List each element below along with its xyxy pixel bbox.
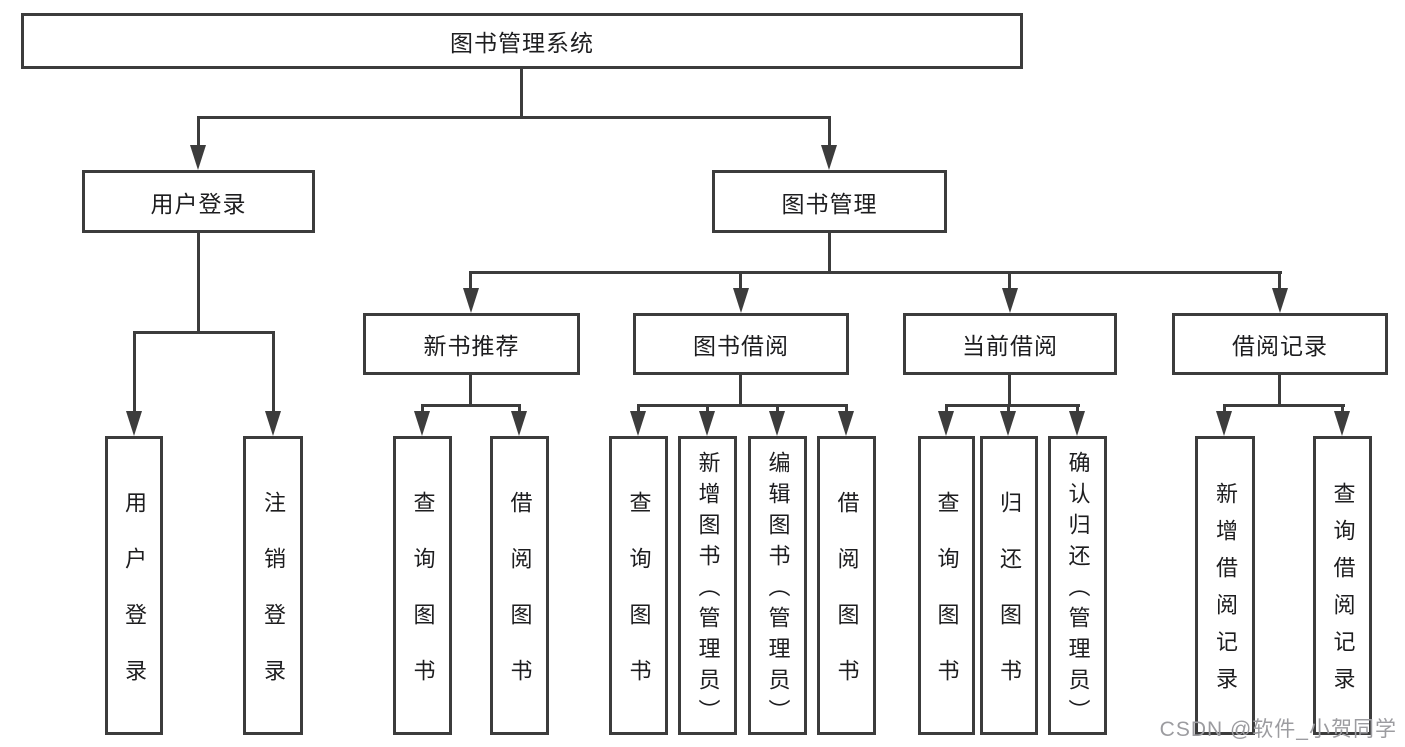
- node-book-borrowing: 图书借阅: [633, 313, 849, 375]
- connector-line: [421, 404, 424, 412]
- connector-line: [133, 331, 136, 412]
- connector-line: [845, 404, 848, 412]
- connector-line: [739, 375, 742, 407]
- node-leaf-borrow-books-borrowing: 借阅图书: [817, 436, 876, 735]
- arrowhead-icon: [511, 411, 527, 436]
- connector-line: [1278, 271, 1281, 289]
- arrowhead-icon: [699, 411, 715, 436]
- connector-line: [197, 116, 200, 146]
- arrowhead-icon: [1000, 411, 1016, 436]
- connector-line: [197, 233, 200, 333]
- connector-line: [739, 271, 742, 289]
- node-label: 编辑图书（管理员）: [765, 450, 791, 730]
- connector-line: [272, 331, 275, 412]
- arrowhead-icon: [630, 411, 646, 436]
- node-label: 图书管理系统: [450, 30, 594, 56]
- node-user-login: 用户登录: [82, 170, 315, 233]
- connector-line: [197, 116, 831, 119]
- arrowhead-icon: [126, 411, 142, 436]
- connector-line: [1223, 404, 1226, 412]
- node-label: 查询图书: [626, 490, 652, 715]
- node-leaf-edit-book-admin: 编辑图书（管理员）: [748, 436, 807, 735]
- connector-line: [828, 233, 831, 273]
- node-label: 用户登录: [122, 490, 147, 715]
- connector-line: [1341, 404, 1344, 412]
- arrowhead-icon: [190, 145, 206, 170]
- node-library-system: 图书管理系统: [21, 13, 1023, 69]
- node-label: 注销登录: [261, 490, 286, 715]
- node-label: 借阅记录: [1232, 333, 1328, 359]
- node-leaf-borrow-books-recommend: 借阅图书: [490, 436, 549, 735]
- connector-line: [828, 116, 831, 146]
- connector-line: [421, 404, 521, 407]
- arrowhead-icon: [414, 411, 430, 436]
- arrowhead-icon: [1272, 288, 1288, 313]
- arrowhead-icon: [463, 288, 479, 313]
- node-label: 新书推荐: [423, 333, 520, 359]
- arrowhead-icon: [1334, 411, 1350, 436]
- connector-line: [706, 404, 709, 412]
- node-label: 图书管理: [781, 190, 878, 217]
- node-label: 查询图书: [410, 490, 436, 715]
- connector-line: [637, 404, 848, 407]
- node-label: 新增图书（管理员）: [695, 450, 721, 730]
- connector-line: [518, 404, 521, 412]
- connector-line: [520, 69, 523, 118]
- arrowhead-icon: [1002, 288, 1018, 313]
- node-leaf-query-borrow-record: 查询借阅记录: [1313, 436, 1372, 735]
- node-label: 确认归还（管理员）: [1065, 450, 1091, 730]
- node-leaf-user-login: 用户登录: [105, 436, 163, 735]
- node-leaf-query-books-recommend: 查询图书: [393, 436, 452, 735]
- connector-line: [469, 375, 472, 407]
- connector-line: [133, 331, 275, 334]
- arrowhead-icon: [265, 411, 281, 436]
- arrowhead-icon: [769, 411, 785, 436]
- node-leaf-query-books-current: 查询图书: [918, 436, 975, 735]
- connector-line: [469, 271, 1282, 274]
- connector-line: [1223, 404, 1345, 407]
- connector-line: [469, 271, 472, 289]
- node-leaf-add-borrow-record: 新增借阅记录: [1195, 436, 1255, 735]
- connector-line: [945, 404, 1080, 407]
- node-label: 查询图书: [934, 490, 960, 715]
- node-leaf-confirm-return-admin: 确认归还（管理员）: [1048, 436, 1107, 735]
- connector-line: [1008, 271, 1011, 289]
- node-leaf-query-books-borrowing: 查询图书: [609, 436, 668, 735]
- node-leaf-add-book-admin: 新增图书（管理员）: [678, 436, 737, 735]
- node-borrowing-records: 借阅记录: [1172, 313, 1388, 375]
- node-label: 图书借阅: [693, 333, 789, 359]
- node-label: 归还图书: [997, 490, 1022, 715]
- node-label: 用户登录: [150, 190, 247, 217]
- node-label: 借阅图书: [507, 490, 533, 715]
- connector-line: [1007, 404, 1010, 412]
- connector-line: [1008, 375, 1011, 407]
- node-label: 查询借阅记录: [1330, 482, 1356, 704]
- arrowhead-icon: [938, 411, 954, 436]
- connector-line: [637, 404, 640, 412]
- node-book-management: 图书管理: [712, 170, 947, 233]
- connector-line: [1076, 404, 1079, 412]
- node-leaf-return-book: 归还图书: [980, 436, 1038, 735]
- node-new-book-recommend: 新书推荐: [363, 313, 580, 375]
- arrowhead-icon: [733, 288, 749, 313]
- arrowhead-icon: [1216, 411, 1232, 436]
- node-label: 新增借阅记录: [1213, 482, 1238, 704]
- node-label: 借阅图书: [834, 490, 860, 715]
- node-current-borrowing: 当前借阅: [903, 313, 1117, 375]
- arrowhead-icon: [821, 145, 837, 170]
- arrowhead-icon: [1069, 411, 1085, 436]
- node-leaf-logout: 注销登录: [243, 436, 303, 735]
- connector-line: [945, 404, 948, 412]
- node-label: 当前借阅: [962, 333, 1058, 359]
- connector-line: [1278, 375, 1281, 407]
- arrowhead-icon: [838, 411, 854, 436]
- connector-line: [776, 404, 779, 412]
- csdn-watermark: CSDN @软件_小贺同学: [1159, 718, 1397, 741]
